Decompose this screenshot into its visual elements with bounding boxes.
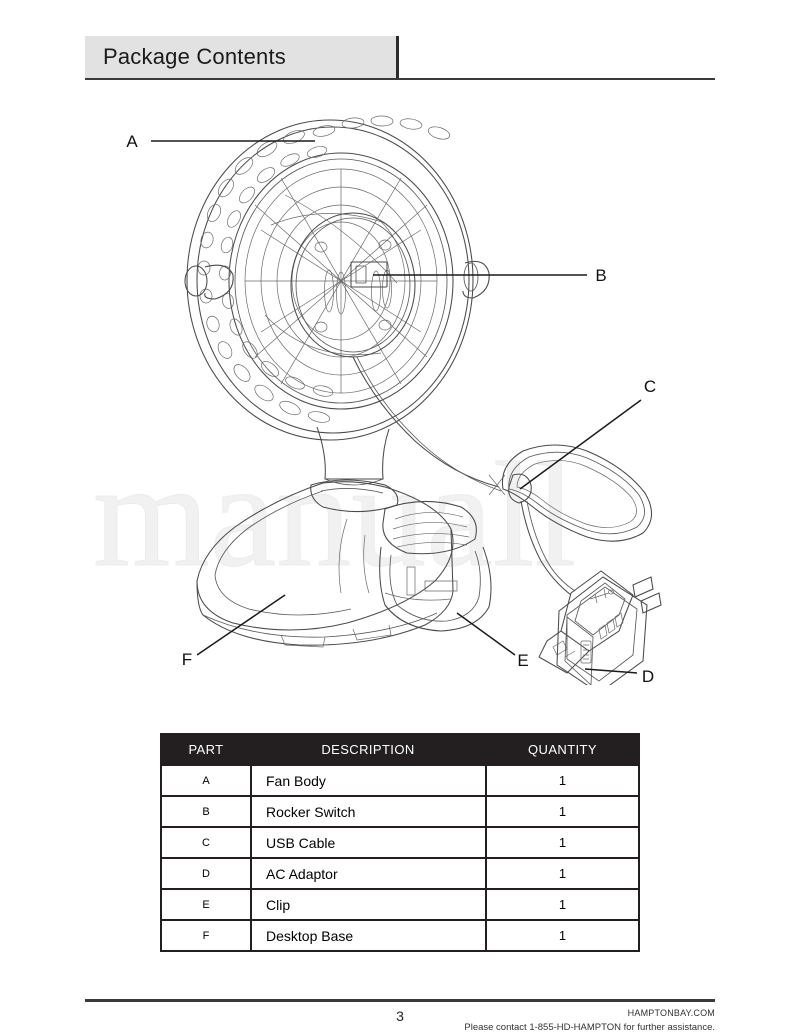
table-row: D AC Adaptor 1 <box>160 857 640 890</box>
desktop-base-graphic <box>196 479 454 648</box>
cell-quantity: 1 <box>485 857 640 890</box>
cell-part: A <box>160 764 252 797</box>
package-contents-illustration: manuall <box>85 95 715 685</box>
cell-quantity: 1 <box>485 795 640 828</box>
ac-adaptor-graphic <box>556 576 662 685</box>
header-rule <box>85 78 715 80</box>
brand-website: HAMPTONBAY.COM <box>627 1008 715 1018</box>
table-body: A Fan Body 1 B Rocker Switch 1 C USB Cab… <box>160 764 640 952</box>
fan-side-knob <box>184 264 234 300</box>
svg-text:manuall: manuall <box>93 432 576 598</box>
table-header: PART DESCRIPTION QUANTITY <box>160 733 640 766</box>
table-row: A Fan Body 1 <box>160 764 640 797</box>
table-header-row: PART DESCRIPTION QUANTITY <box>160 733 640 766</box>
table-row: C USB Cable 1 <box>160 826 640 859</box>
page-number: 3 <box>396 1008 404 1024</box>
cell-quantity: 1 <box>485 826 640 859</box>
cell-description: Rocker Switch <box>250 795 487 828</box>
callout-label-d: D <box>642 667 654 685</box>
column-header-quantity: QUANTITY <box>485 733 640 766</box>
cell-part: F <box>160 919 252 952</box>
package-contents-table: PART DESCRIPTION QUANTITY A Fan Body 1 B… <box>160 733 640 952</box>
column-header-description: DESCRIPTION <box>250 733 487 766</box>
cell-part: D <box>160 857 252 890</box>
table-row: E Clip 1 <box>160 888 640 921</box>
callout-leaders <box>151 140 642 674</box>
assistance-line: Please contact 1-855-HD-HAMPTON for furt… <box>464 1022 715 1033</box>
watermark-text: manuall <box>93 432 577 599</box>
header-title-box <box>85 36 396 78</box>
callout-label-f: F <box>182 650 192 669</box>
clip-graphic <box>338 500 492 632</box>
callout-label-b: B <box>595 266 606 285</box>
header-divider <box>396 36 399 78</box>
column-header-part: PART <box>160 733 252 766</box>
callout-label-e: E <box>517 651 528 670</box>
cell-description: Fan Body <box>250 764 487 797</box>
cell-description: AC Adaptor <box>250 857 487 890</box>
cell-quantity: 1 <box>485 888 640 921</box>
callout-label-c: C <box>644 377 656 396</box>
cell-description: USB Cable <box>250 826 487 859</box>
usb-cable-graphic <box>352 356 653 674</box>
table-row: B Rocker Switch 1 <box>160 795 640 828</box>
cell-quantity: 1 <box>485 919 640 952</box>
page-header: Package Contents <box>85 36 715 80</box>
table-row: F Desktop Base 1 <box>160 919 640 952</box>
cell-part: C <box>160 826 252 859</box>
cell-part: E <box>160 888 252 921</box>
fan-body-graphic <box>184 115 490 486</box>
footer-rule <box>85 999 715 1002</box>
cell-quantity: 1 <box>485 764 640 797</box>
page-title: Package Contents <box>103 44 286 69</box>
callout-label-a: A <box>126 132 138 151</box>
cell-description: Desktop Base <box>250 919 487 952</box>
cell-description: Clip <box>250 888 487 921</box>
usb-connector <box>538 570 634 674</box>
cell-part: B <box>160 795 252 828</box>
